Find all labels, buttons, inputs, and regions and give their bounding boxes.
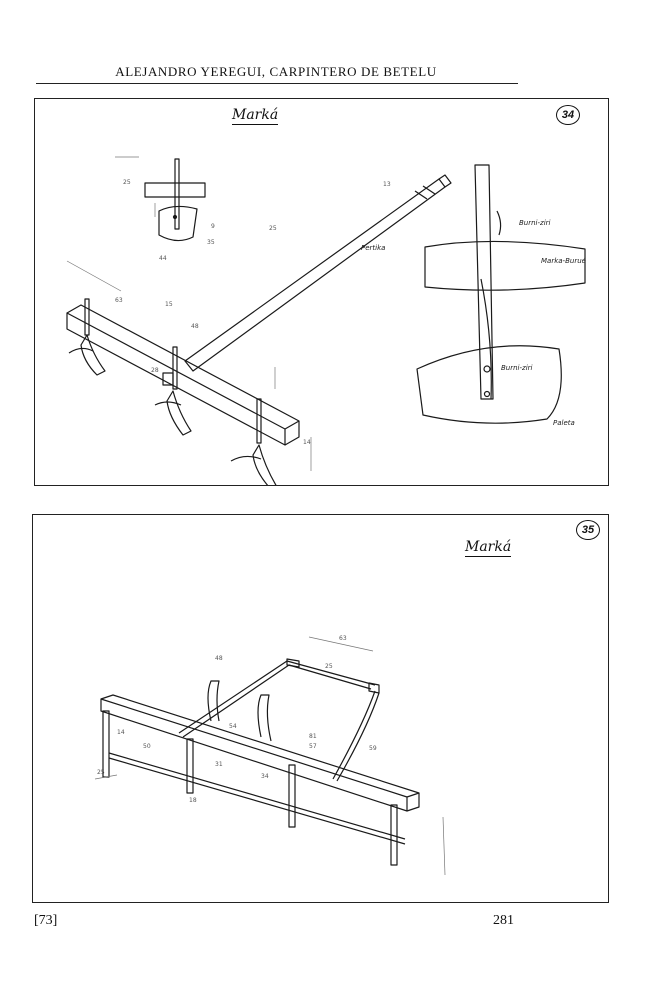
dim-label: 44 (159, 255, 167, 262)
label-pertika: Pertika (361, 244, 386, 252)
dim-label: 48 (191, 323, 199, 330)
page-number: 281 (493, 913, 514, 928)
footer-plate-ref: [73] (34, 913, 58, 928)
dim-label: 9 (211, 223, 215, 230)
pertika-beam (184, 174, 452, 372)
header-rule (36, 83, 518, 84)
dim-label: 48 (215, 655, 223, 662)
dim-label: 28 (151, 367, 159, 374)
crossbar (66, 304, 300, 446)
dim-label: 25 (269, 225, 277, 232)
plow-drawing (66, 156, 586, 485)
dim-label: 14 (117, 729, 125, 736)
dim-label: 35 (207, 239, 215, 246)
label-burni-ziri: Burni-ziri (519, 219, 551, 227)
dim-label: 31 (215, 761, 223, 768)
dim-label: 18 (189, 797, 197, 804)
handles (207, 680, 272, 742)
plate-number: 34 (556, 105, 580, 125)
front-beam (100, 694, 420, 812)
dim-label: 15 (165, 301, 173, 308)
label-paleta: Paleta (553, 419, 575, 427)
dim-label: 57 (309, 743, 317, 750)
dim-label: 54 (229, 723, 237, 730)
dimension-lines (66, 156, 312, 471)
dim-label: 63 (339, 635, 347, 642)
dim-label: 50 (143, 743, 151, 750)
lower-rail (108, 752, 406, 845)
running-head: ALEJANDRO YEREGUI, CARPINTERO DE BETELU (115, 64, 437, 79)
dim-label: 25 (123, 179, 131, 186)
plate-35: Marká 35 (32, 514, 609, 903)
dim-label: 25 (97, 769, 105, 776)
dim-label: 13 (383, 181, 391, 188)
plate-34: Marká 34 (34, 98, 609, 486)
blade-detail (144, 158, 206, 242)
dim-label: 63 (115, 297, 123, 304)
blade-detail-large (416, 164, 586, 424)
dim-label: 25 (325, 663, 333, 670)
dim-label: 81 (309, 733, 317, 740)
legs (102, 710, 398, 866)
dim-label: 59 (369, 745, 377, 752)
dim-label: 34 (261, 773, 269, 780)
dimension-lines (94, 636, 446, 876)
back-frame (178, 658, 380, 782)
dim-label: 14 (303, 439, 311, 446)
plate-title: Marká (465, 539, 512, 557)
plate-number: 35 (576, 520, 600, 540)
harrow-drawing (94, 636, 446, 876)
label-marka-burue: Marka-Burué (541, 257, 586, 265)
plate-title: Marká (232, 107, 279, 125)
tines (68, 298, 277, 485)
label-burni-ziri-2: Burni-ziri (501, 364, 533, 372)
